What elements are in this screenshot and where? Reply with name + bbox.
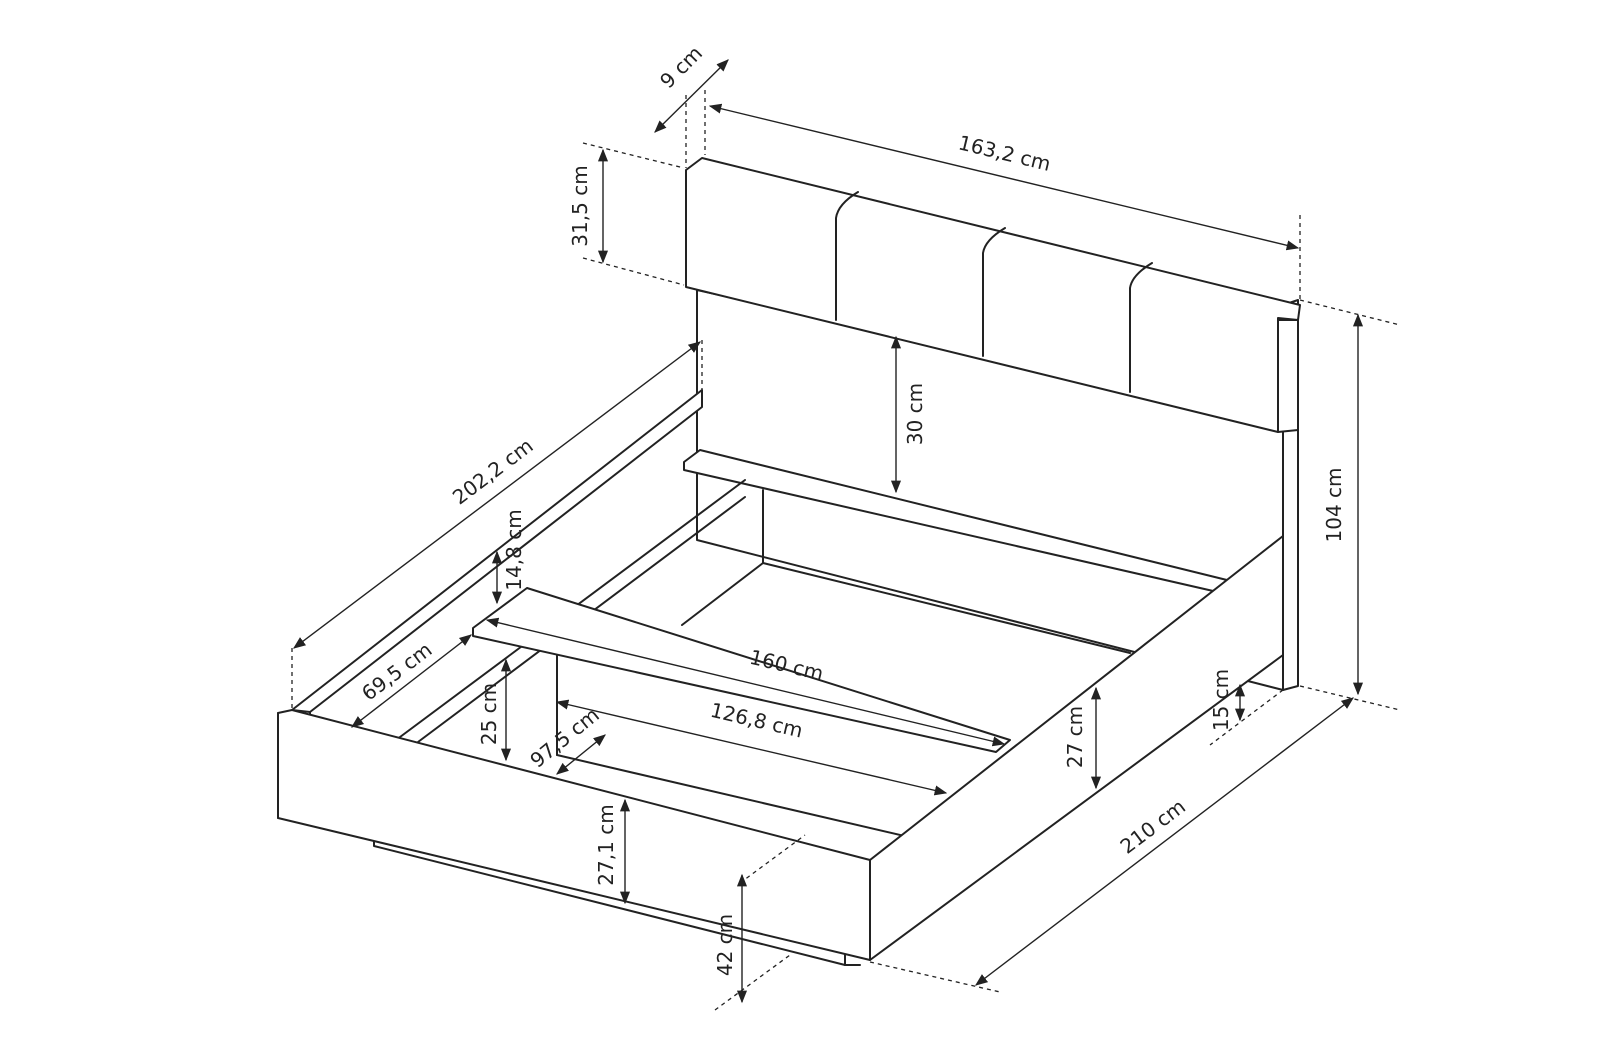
label-27cm: 27 cm [1063, 706, 1087, 768]
label-27-1cm: 27,1 cm [594, 804, 618, 885]
label-25cm: 25 cm [477, 683, 501, 745]
label-14-8cm: 14,8 cm [502, 509, 526, 590]
label-31-5cm: 31,5 cm [568, 165, 592, 246]
front-board [277, 709, 871, 961]
label-42cm: 42 cm [713, 914, 737, 976]
label-97-5cm: 97,5 cm [525, 703, 603, 773]
dim-line-202-2cm [292, 341, 702, 649]
dim-line-9cm [654, 59, 729, 133]
label-104cm: 104 cm [1322, 467, 1346, 542]
dim-line-69-5cm [351, 634, 472, 728]
dimension-lines [292, 59, 1364, 1004]
dim-line-97-5cm [556, 734, 606, 775]
dim-line-126-8cm [555, 699, 948, 796]
label-210cm: 210 cm [1116, 794, 1190, 858]
dim-line-210cm [974, 697, 1355, 986]
dim-line-163-2cm [708, 103, 1300, 251]
label-15cm: 15 cm [1209, 669, 1233, 731]
label-30cm: 30 cm [903, 383, 927, 445]
label-9cm: 9 cm [655, 41, 707, 93]
